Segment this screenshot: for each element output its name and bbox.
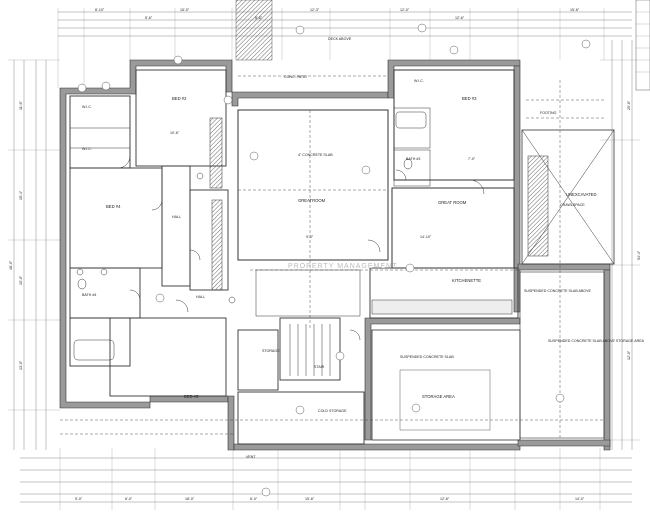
dim-top-5: 12'-3" (310, 8, 320, 12)
dim-bot-7: 14'-0" (575, 497, 585, 501)
suspended-slab-1: SUSPENDED CONCRETE SLAB (400, 355, 454, 359)
dim-left-4: 13'-0" (19, 360, 23, 370)
room-bed3: BED #3 (462, 96, 477, 101)
dim-top-1: 8'-10" (95, 8, 105, 12)
dim-top-7: 12'-6" (455, 16, 465, 20)
door-swings (117, 155, 485, 341)
dim-bot-4: 6'-0" (250, 497, 258, 501)
room-hall2: HALL (196, 295, 205, 299)
dashed-footings (60, 75, 604, 440)
room-wic3: W.I.C. (414, 79, 424, 83)
room-bed4: BED #4 (106, 204, 121, 209)
room-storage: STORAGE (262, 349, 280, 353)
dim-left-3: 10'-0" (19, 275, 23, 285)
dim-int-1: 14'-10" (420, 235, 432, 239)
dim-bot-3: 18'-0" (185, 497, 195, 501)
legend-block (635, 0, 650, 91)
tag-markers (77, 23, 591, 497)
dim-top-8: 15'-6" (570, 8, 580, 12)
dim-top-6: 12'-0" (400, 8, 410, 12)
unexcavated-label: UNEXCAVATED (566, 192, 596, 197)
stair-entry-hatch (235, 0, 273, 61)
dim-bot-1: 5'-0" (75, 497, 83, 501)
conc-patio-label: CONC. PATIO (284, 75, 307, 79)
suspended-slab-3: SUSPENDED CONCRETE SLAB ABOVE STORAGE AR… (548, 339, 645, 343)
watermark-text: PROPERTY MANAGEMENT (288, 263, 397, 270)
room-labels: BED #2 BED #3 BED #4 BED #5 W.I.C. W.I.C… (82, 37, 645, 413)
exterior-walls (59, 59, 611, 451)
interior-dimensions: 14'-10" 10'-6" 9'-0" 7'-0" (170, 131, 476, 239)
dim-right-1: 54'-4" (637, 250, 641, 260)
note-vent: VENT (246, 455, 256, 459)
note-footing: FOOTING (540, 111, 557, 115)
room-kitchenette: KITCHENETTE (452, 278, 481, 283)
interior-walls (69, 69, 605, 445)
dim-top-2: 5'-6" (145, 16, 153, 20)
note-crawl: CRAWLSPACE (560, 203, 585, 207)
room-cold-storage: COLD STORAGE (318, 409, 347, 413)
room-greatroom2: GREAT ROOM (438, 200, 467, 205)
dim-left-5: 48'-0" (9, 260, 13, 270)
room-bath3: BATH #3 (406, 157, 420, 161)
unexcavated-zone: UNEXCAVATED (521, 129, 615, 265)
dim-bot-5: 15'-6" (305, 497, 315, 501)
room-greatroom: GREATROOM (298, 198, 326, 203)
dimension-lines: 8'-10" 5'-6" 15'-0" 8'-8" 12'-3" 12'-0" … (8, 8, 641, 510)
fixtures (73, 111, 427, 361)
concrete-slab-note: 4" CONCRETE SLAB (298, 153, 333, 157)
dim-left-1: 11'-6" (19, 100, 23, 110)
room-bed5: BED #5 (184, 394, 199, 399)
dim-top-3: 15'-0" (180, 8, 190, 12)
room-hall1: HALL (172, 215, 181, 219)
hatched-wall-2 (211, 199, 223, 291)
dim-int-4: 7'-0" (468, 157, 476, 161)
dim-int-2: 10'-6" (170, 131, 180, 135)
room-storage-area: STORAGE AREA (422, 394, 455, 399)
room-stair: STAIR (314, 365, 325, 369)
room-wic2: W.I.C. (82, 147, 92, 151)
dim-int-3: 9'-0" (306, 235, 314, 239)
notes: FOOTING CRAWLSPACE VENT (246, 111, 585, 459)
dim-bot-6: 12'-6" (440, 497, 450, 501)
room-wic1: W.I.C. (82, 105, 92, 109)
dim-right-2: 20'-6" (627, 100, 631, 110)
room-bath4: BATH #4 (82, 293, 96, 297)
deck-above-label: DECK ABOVE (328, 37, 352, 41)
room-bed2: BED #2 (172, 96, 187, 101)
hatched-wall-1 (209, 117, 223, 189)
suspended-slab-2: SUSPENDED CONCRETE SLAB ABOVE (524, 289, 592, 293)
dim-bot-2: 6'-0" (125, 497, 133, 501)
dim-right-3: 12'-0" (627, 350, 631, 360)
dim-left-2: 15'-4" (19, 190, 23, 200)
